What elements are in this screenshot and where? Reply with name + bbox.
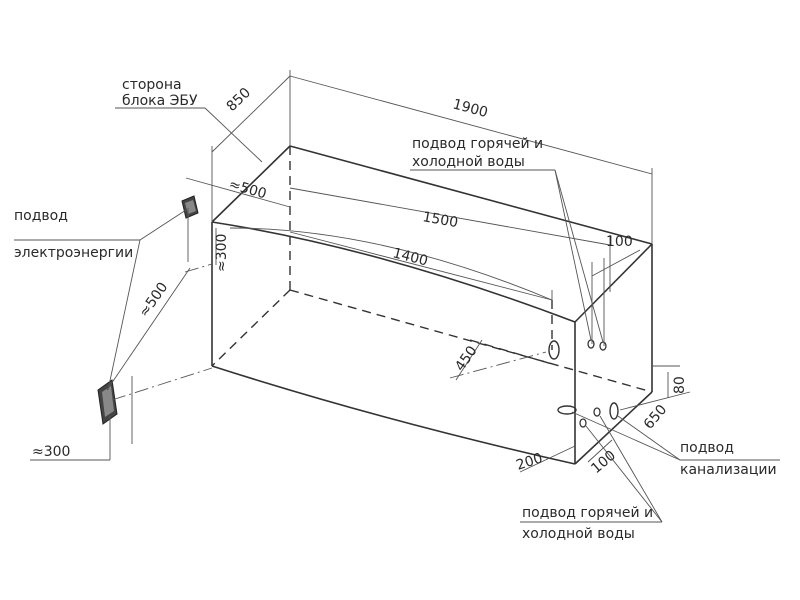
leader-power-to-upper xyxy=(139,209,187,241)
leader-water-top-2 xyxy=(554,169,604,343)
top-left-edge xyxy=(211,145,291,223)
water-inlet-top-1-icon xyxy=(587,339,595,349)
power-socket-upper-icon xyxy=(181,195,199,219)
leader-water-bottom-1 xyxy=(585,425,663,523)
drain-pipe-icon xyxy=(609,402,619,420)
water-inlet-top-2-icon xyxy=(599,341,607,351)
dim-300-bottom-text: ≈300 xyxy=(32,444,70,460)
top-right-edge xyxy=(574,243,653,323)
dim-200-text: 200 xyxy=(514,450,544,473)
dim-650-text: 650 xyxy=(641,402,670,433)
label-ecu-side-line2: блока ЭБУ xyxy=(122,93,198,109)
centerline-450 xyxy=(449,351,547,379)
water-inlet-bottom-2-icon xyxy=(593,407,601,417)
label-power-line2: электроэнергии xyxy=(14,245,133,261)
leader-drain-2 xyxy=(571,411,681,461)
dimension-values: 1900 850 1500 1400 ≈500 ≈300 ≈500 ≈300 1… xyxy=(32,85,688,477)
dim-100-top-text: 100 xyxy=(606,234,633,250)
centerline-lower-socket xyxy=(111,367,213,401)
dim-500-top-text: ≈500 xyxy=(227,176,268,202)
dim-1900-text: 1900 xyxy=(451,96,490,121)
water-inlet-bottom-1-icon xyxy=(579,418,587,428)
overflow-fitting-icon xyxy=(548,340,560,360)
label-ecu-side-line1: сторона xyxy=(122,77,182,93)
dim-1400-line xyxy=(289,231,553,301)
dim-850-line xyxy=(211,75,291,153)
label-water-bottom-line2: холодной воды xyxy=(522,526,635,542)
label-water-top-line2: холодной воды xyxy=(412,154,525,170)
dim-1500-text: 1500 xyxy=(421,209,459,231)
label-water-top-line1: подвод горячей и xyxy=(412,136,543,152)
dim-100-bottom-line xyxy=(587,439,613,463)
dim-850-text: 850 xyxy=(224,85,254,115)
dim-200-line xyxy=(519,445,576,473)
inner-top-curve xyxy=(229,227,553,301)
label-drain-line2: канализации xyxy=(680,462,777,478)
top-back-edge xyxy=(289,145,653,245)
dimension-lines xyxy=(106,70,691,473)
label-power-line1: подвод xyxy=(14,208,68,224)
leader-water-bottom-2 xyxy=(599,415,663,523)
bottom-front-curve xyxy=(211,365,576,465)
bottom-right-edge xyxy=(574,391,653,465)
dim-500-left-text: ≈500 xyxy=(136,280,171,321)
leader-ecu xyxy=(204,107,263,163)
power-socket-lower-icon xyxy=(97,379,118,425)
hidden-bottom-left xyxy=(211,289,291,367)
leader-lines xyxy=(14,107,780,523)
bathtub-outline xyxy=(211,145,653,465)
leader-power-to-lower xyxy=(107,239,141,391)
drain-fitting-icon xyxy=(557,405,577,415)
dim-1500-line xyxy=(289,187,611,246)
dim-650-line xyxy=(619,391,691,411)
centerline-upper-socket xyxy=(184,263,213,273)
tub-fittings xyxy=(548,339,619,428)
dim-500-top-line xyxy=(185,177,291,208)
dim-100-bottom-text: 100 xyxy=(588,448,619,477)
dim-100-top-line xyxy=(591,249,641,277)
dim-500-left-line xyxy=(106,267,191,391)
dim-450-line xyxy=(455,339,483,381)
callout-labels: сторона блока ЭБУ подвод электроэнергии … xyxy=(14,77,777,542)
dim-300-top-text: ≈300 xyxy=(214,234,230,272)
leader-water-top-1 xyxy=(554,169,592,341)
dim-1900-line xyxy=(289,75,653,175)
dim-80-text: 80 xyxy=(672,376,688,394)
label-water-bottom-line1: подвод горячей и xyxy=(522,505,653,521)
label-drain-line1: подвод xyxy=(680,440,734,456)
top-front-curve xyxy=(211,221,576,323)
leader-drain-1 xyxy=(617,415,681,461)
